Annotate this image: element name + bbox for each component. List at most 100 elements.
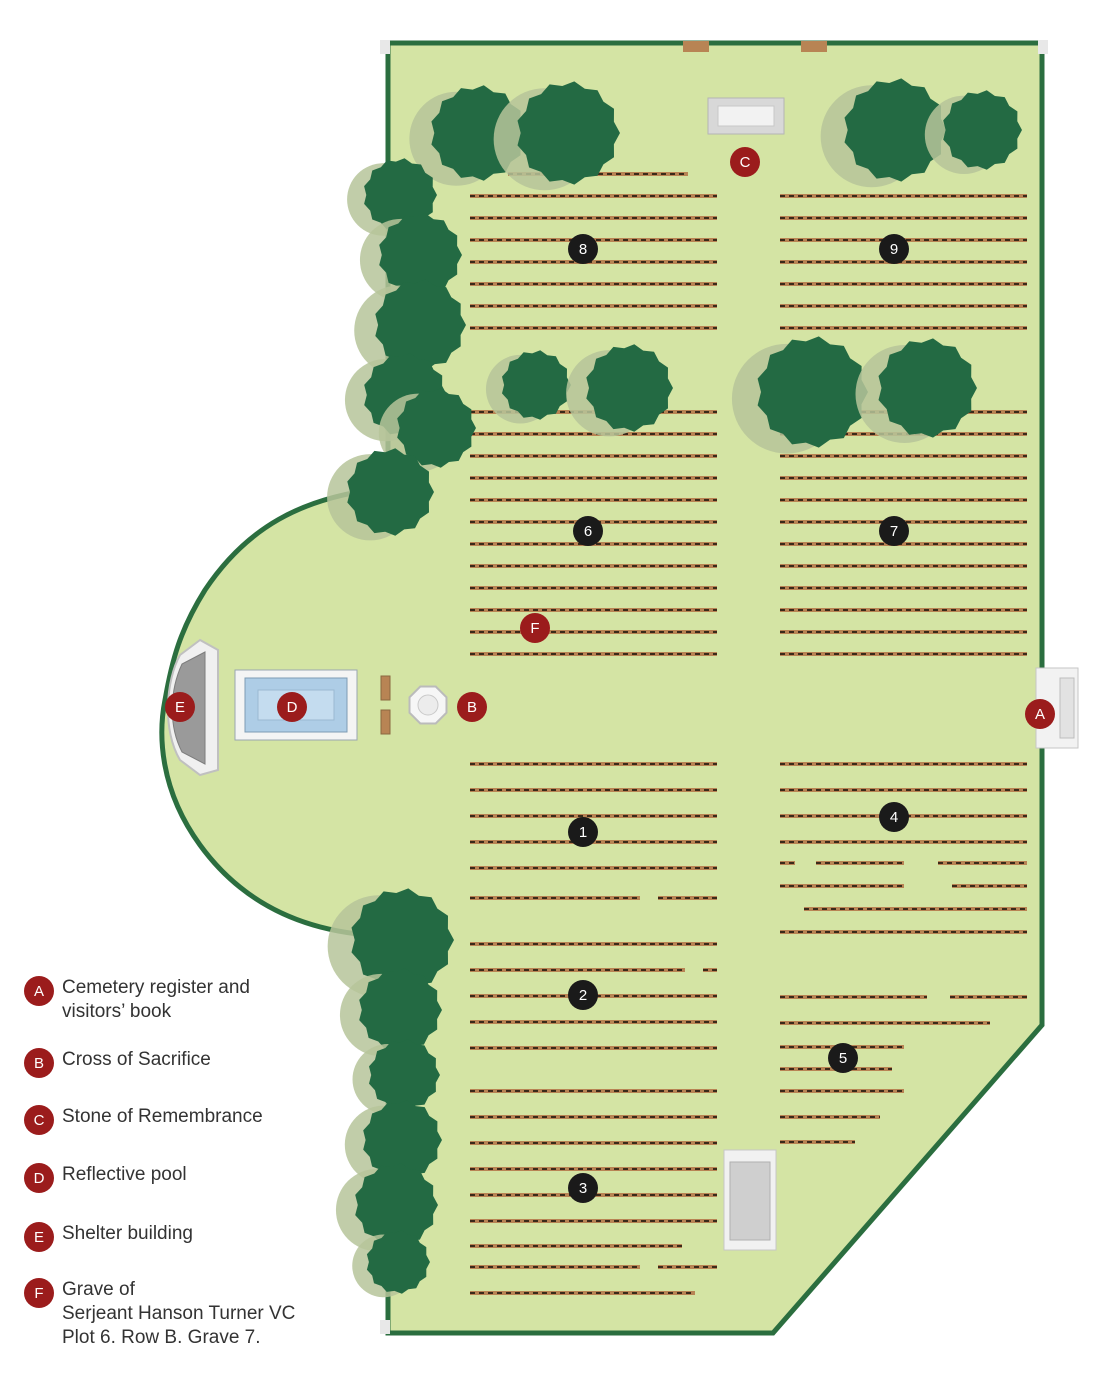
grave-row — [780, 260, 1027, 264]
tree-icon — [359, 213, 462, 302]
tree-icon — [335, 1163, 438, 1252]
tree-canopy — [355, 1163, 438, 1247]
legend-label-c: Stone of Remembrance — [62, 1105, 263, 1129]
legend-item-f: F Grave of Serjeant Hanson Turner VC Plo… — [24, 1278, 295, 1350]
legend-badge-a: A — [24, 976, 54, 1006]
tree-canopy — [878, 338, 977, 438]
legend-item-d: D Reflective pool — [24, 1163, 187, 1193]
grave-row — [780, 454, 1027, 458]
grave-row — [470, 1020, 717, 1024]
grave-row — [780, 216, 1027, 220]
feature-marker-d: D — [277, 692, 307, 722]
plot-marker-6: 6 — [573, 516, 603, 546]
grave-row — [470, 1219, 717, 1223]
tree-canopy — [586, 344, 673, 432]
legend-item-b: B Cross of Sacrifice — [24, 1048, 211, 1078]
grave-row — [470, 866, 717, 870]
grave-row — [938, 861, 1027, 865]
tree-canopy — [757, 336, 868, 448]
feature-marker-c-circle — [730, 147, 760, 177]
feature-marker-c: C — [730, 147, 760, 177]
legend-label-a: Cemetery register and visitors’ book — [62, 976, 250, 1024]
grave-row — [470, 326, 717, 330]
feature-marker-e: E — [165, 692, 195, 722]
plot-marker-5-circle — [828, 1043, 858, 1073]
grave-row — [780, 840, 1027, 844]
grave-row — [470, 1115, 717, 1119]
plot-marker-5-label: 5 — [839, 1050, 847, 1067]
stone-of-remembrance-top — [717, 105, 775, 127]
grave-row — [470, 652, 717, 656]
tree-canopy — [347, 448, 434, 536]
tree-icon — [347, 158, 437, 236]
plot-marker-9-circle — [879, 234, 909, 264]
tree-icon — [820, 78, 947, 188]
plot-marker-3-circle — [568, 1173, 598, 1203]
cross-of-sacrifice-base — [417, 694, 439, 716]
plot-marker-5: 5 — [828, 1043, 858, 1073]
tree-icon — [327, 448, 434, 541]
grave-row — [470, 762, 717, 766]
plot-marker-9-label: 9 — [890, 241, 898, 258]
grave-row — [780, 542, 1027, 546]
grave-row — [470, 304, 717, 308]
grave-row — [780, 476, 1027, 480]
legend-label-a-line1: Cemetery register and — [62, 977, 250, 998]
tree-icon — [344, 1100, 442, 1185]
grave-row — [470, 564, 717, 568]
tree-icon — [339, 968, 442, 1057]
plot-marker-2-label: 2 — [579, 987, 587, 1004]
feature-marker-d-circle — [277, 692, 307, 722]
grave-row — [470, 194, 717, 198]
plot-marker-4: 4 — [879, 802, 909, 832]
legend-item-a: A Cemetery register and visitors’ book — [24, 976, 250, 1024]
grave-row — [470, 586, 717, 590]
plot-marker-8: 8 — [568, 234, 598, 264]
tree-icon — [731, 336, 868, 454]
legend-badge-b: B — [24, 1048, 54, 1078]
plot-marker-3: 3 — [568, 1173, 598, 1203]
tree-canopy — [397, 388, 476, 468]
grave-row — [703, 968, 717, 972]
grave-row — [780, 930, 1027, 934]
legend-label-c-line1: Stone of Remembrance — [62, 1106, 263, 1127]
plot-marker-6-label: 6 — [584, 523, 592, 540]
legend-badge-e: E — [24, 1222, 54, 1252]
tree-icon — [855, 338, 977, 443]
grave-row — [470, 1141, 717, 1145]
plot-marker-6-circle — [573, 516, 603, 546]
grave-row — [470, 260, 717, 264]
grave-row — [470, 788, 717, 792]
feature-marker-f: F — [520, 613, 550, 643]
grave-row — [780, 630, 1027, 634]
legend-label-e: Shelter building — [62, 1222, 193, 1246]
grave-row — [780, 762, 1027, 766]
legend-label-d-line1: Reflective pool — [62, 1164, 187, 1185]
legend-item-e: E Shelter building — [24, 1222, 193, 1252]
grave-row — [780, 1021, 990, 1025]
tree-canopy — [502, 350, 571, 420]
grave-row — [470, 608, 717, 612]
corner-post-top-left — [380, 40, 390, 54]
tree-canopy — [375, 279, 466, 371]
legend-label-b: Cross of Sacrifice — [62, 1048, 211, 1072]
grave-row — [780, 304, 1027, 308]
legend-label-f-line3: Plot 6. Row B. Grave 7. — [62, 1327, 261, 1348]
grave-row — [470, 454, 717, 458]
plot-marker-1-label: 1 — [579, 824, 587, 841]
gate-pillar-left — [683, 41, 709, 52]
tree-canopy — [369, 1039, 440, 1111]
feature-marker-f-label: F — [530, 620, 539, 637]
grave-row — [780, 326, 1027, 330]
tree-icon — [493, 81, 620, 191]
grave-row — [780, 861, 795, 865]
grave-row — [780, 498, 1027, 502]
grave-row — [470, 282, 717, 286]
plot-marker-7-circle — [879, 516, 909, 546]
legend-item-c: C Stone of Remembrance — [24, 1105, 263, 1135]
plot-marker-4-circle — [879, 802, 909, 832]
tree-icon — [924, 90, 1022, 174]
plot-marker-1-circle — [568, 817, 598, 847]
